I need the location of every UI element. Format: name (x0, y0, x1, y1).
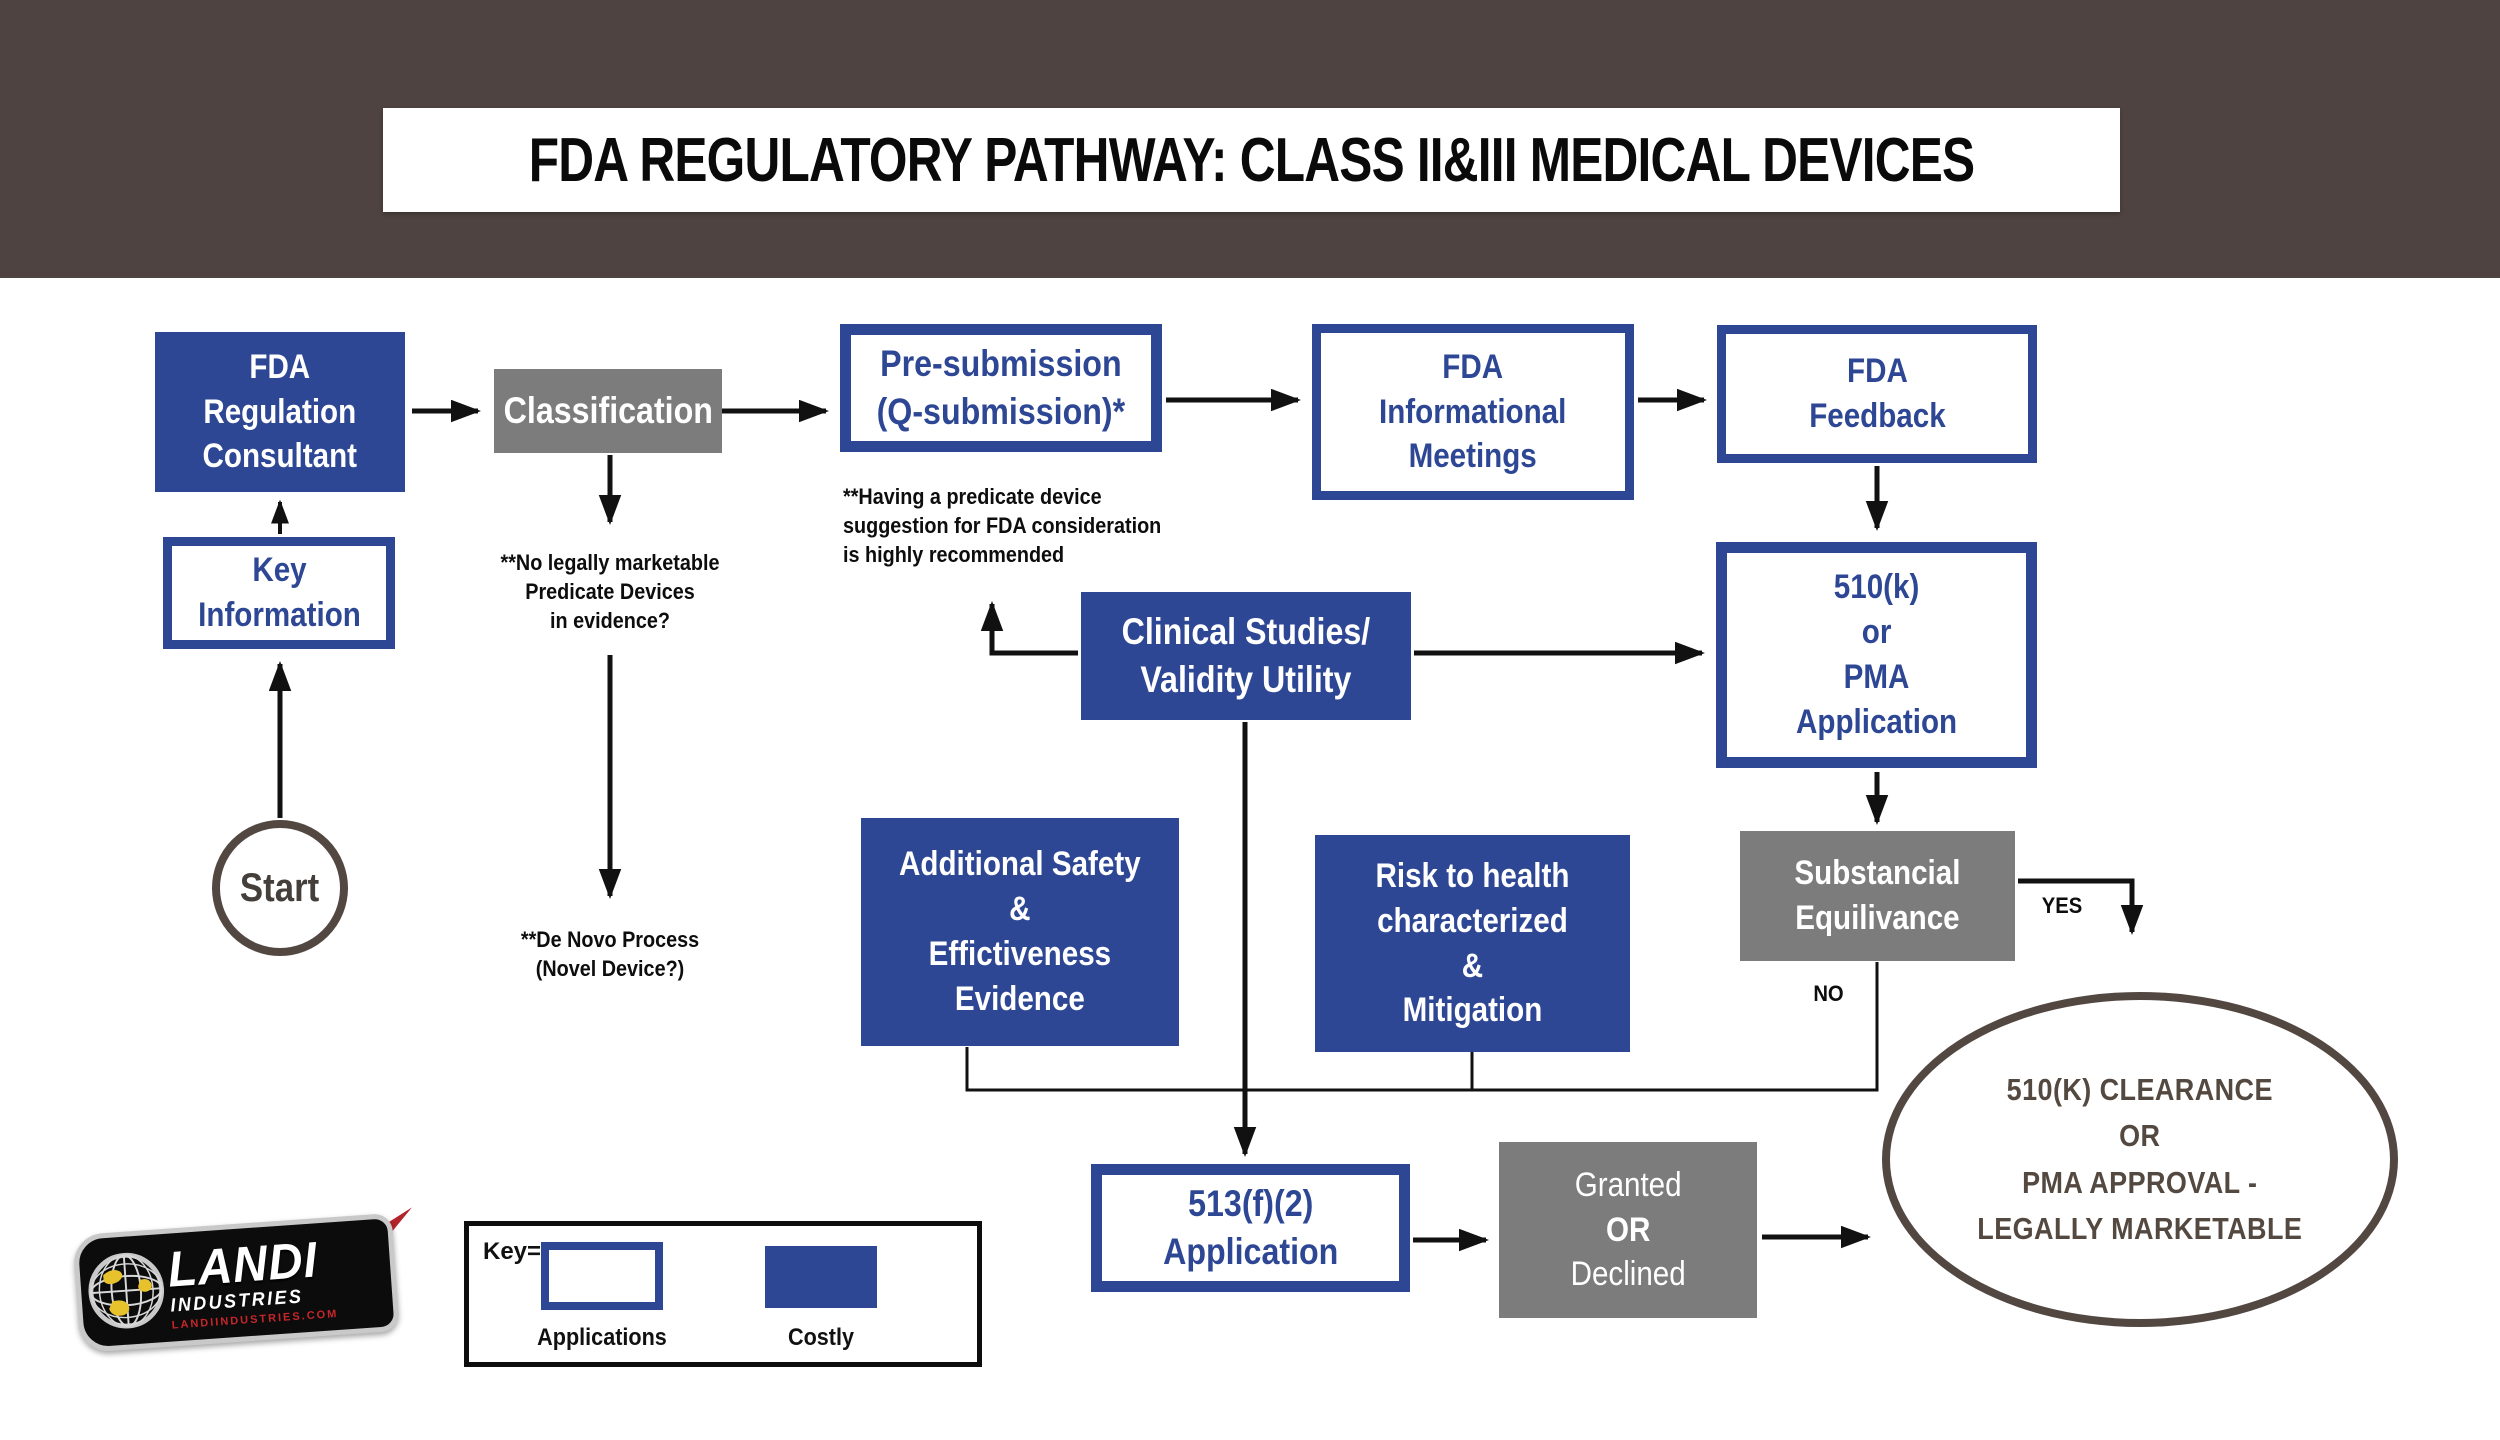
logo-text: LANDI INDUSTRIES LANDIINDUSTRIES.COM (165, 1230, 339, 1331)
node-fda-feedback: FDA Feedback (1717, 325, 2037, 463)
node-line: Application (1795, 702, 1958, 741)
node-pre-submission: Pre-submission (Q-submission)* (840, 324, 1162, 452)
node-line: 510(K) CLEARANCE (2006, 1071, 2274, 1107)
arrow-clinical-to-presubmission-note (980, 601, 1078, 656)
node-clinical-studies: Clinical Studies/ Validity Utility (1081, 592, 1411, 720)
title-banner: FDA REGULATORY PATHWAY: CLASS II&III MED… (383, 108, 2120, 212)
annotation-no-predicate: **No legally marketable Predicate Device… (471, 548, 750, 635)
node-line: OR (2119, 1118, 2161, 1153)
node-additional-safety-evidence: Additional Safety & Effictiveness Eviden… (861, 818, 1179, 1046)
logo-name: LANDI (165, 1230, 320, 1298)
node-line: 510(k) (1833, 568, 1920, 607)
node-line: Information (197, 596, 361, 634)
node-line: Classification (503, 389, 713, 431)
annotation-line: (Novel Device?) (535, 956, 685, 981)
label-no: NO (1813, 981, 1844, 1006)
arrow-yes-to-clearance (2018, 878, 2144, 935)
node-line: Substancial (1794, 854, 1961, 893)
node-line: or (1861, 613, 1892, 652)
node-line: Evidence (955, 979, 1085, 1018)
annotation-line: **De Novo Process (520, 927, 700, 952)
annotation-de-novo: **De Novo Process (Novel Device?) (471, 925, 750, 983)
node-line: PMA APPROVAL - (2022, 1164, 2258, 1200)
node-key-information: Key Information (163, 537, 395, 649)
node-substancial-equilivance: Substancial Equilivance (1740, 831, 2015, 961)
node-line: & (1009, 890, 1031, 929)
annotation-line: in evidence? (550, 608, 670, 633)
annotation-line: suggestion for FDA consideration (843, 513, 1162, 538)
node-line: 513(f)(2) (1187, 1182, 1314, 1224)
node-line: FDA (249, 347, 311, 386)
node-line: Granted (1574, 1165, 1682, 1204)
node-fda-regulation-consultant: FDA Regulation Consultant (155, 332, 405, 492)
node-line: Declined (1570, 1255, 1686, 1294)
node-line: Informational (1379, 392, 1567, 431)
node-line: FDA (1846, 352, 1908, 391)
node-line: Additional Safety (899, 845, 1141, 884)
node-line: OR (1605, 1210, 1651, 1249)
node-line: Equilivance (1795, 899, 1960, 937)
annotation-line: **Having a predicate device (843, 484, 1102, 509)
node-risk-to-health: Risk to health characterized & Mitigatio… (1315, 835, 1630, 1052)
label-yes: YES (2041, 893, 2083, 918)
node-line: Regulation (203, 392, 357, 431)
annotation-line: **No legally marketable (500, 550, 720, 575)
node-510k-pma-application: 510(k) or PMA Application (1716, 542, 2037, 768)
page-title: FDA REGULATORY PATHWAY: CLASS II&III MED… (528, 125, 1975, 195)
node-line: FDA (1442, 347, 1504, 386)
node-line: & (1461, 946, 1484, 985)
landi-industries-logo: LANDI INDUSTRIES LANDIINDUSTRIES.COM (72, 1210, 424, 1362)
node-line: Risk to health (1375, 856, 1570, 895)
node-clearance-outcome: 510(K) CLEARANCE OR PMA APPROVAL - LEGAL… (1882, 992, 2398, 1327)
node-line: Consultant (202, 437, 358, 476)
node-line: PMA (1843, 658, 1910, 696)
node-line: Mitigation (1402, 991, 1543, 1030)
node-line: Feedback (1808, 397, 1946, 435)
legend-key: Key= Applications Costly (464, 1221, 982, 1367)
legend-swatch-applications (541, 1242, 663, 1310)
node-line: Validity Utility (1140, 659, 1352, 700)
node-start: Start (212, 820, 348, 956)
node-line: (Q-submission)* (876, 391, 1126, 432)
node-classification: Classification (494, 369, 722, 453)
legend-title: Key= (483, 1238, 542, 1265)
globe-icon (88, 1252, 165, 1329)
annotation-line: is highly recommended (843, 542, 1065, 567)
node-line: Application (1162, 1231, 1339, 1272)
node-line: LEGALLY MARKETABLE (1977, 1211, 2303, 1246)
node-granted-or-declined: Granted OR Declined (1499, 1142, 1757, 1318)
node-line: Meetings (1408, 437, 1538, 476)
node-line: Start (240, 865, 320, 910)
legend-label-costly: Costly (787, 1324, 855, 1351)
logo-badge: LANDI INDUSTRIES LANDIINDUSTRIES.COM (72, 1212, 400, 1354)
junction-no-line (965, 962, 1879, 1092)
node-line: Key (251, 551, 307, 590)
node-line: characterized (1377, 901, 1568, 940)
node-513f2-application: 513(f)(2) Application (1091, 1164, 1410, 1292)
annotation-line: Predicate Devices (525, 579, 695, 604)
node-line: Pre-submission (880, 342, 1122, 384)
node-fda-informational-meetings: FDA Informational Meetings (1312, 324, 1634, 500)
node-line: Clinical Studies/ (1121, 610, 1371, 652)
legend-label-applications: Applications (537, 1324, 667, 1351)
annotation-having-predicate: **Having a predicate device suggestion f… (843, 482, 1167, 569)
legend-swatch-costly (765, 1246, 877, 1308)
node-line: Effictiveness (928, 935, 1112, 973)
